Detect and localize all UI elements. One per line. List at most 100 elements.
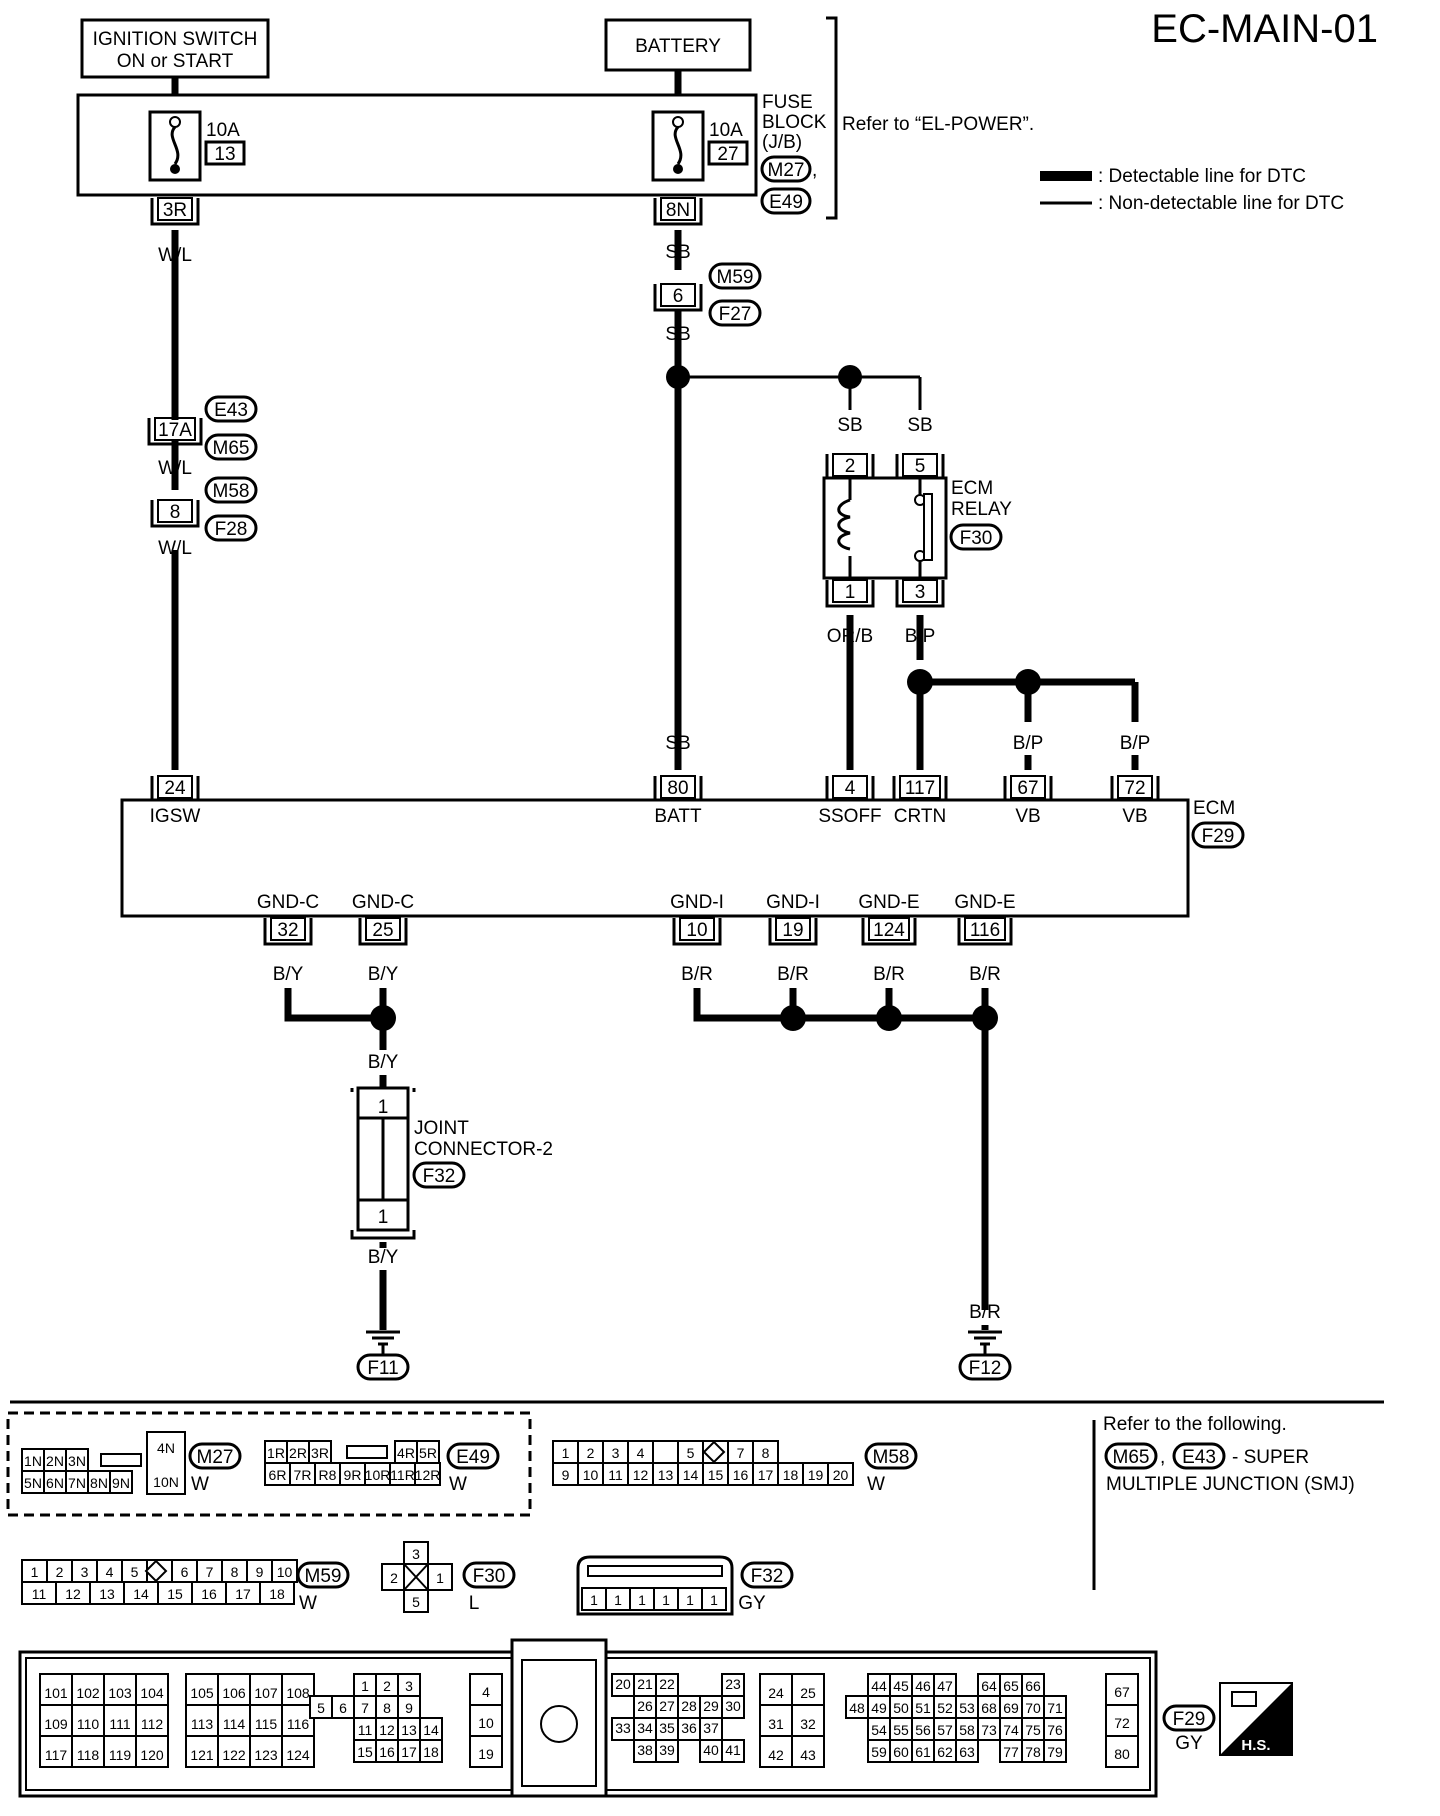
pin-number: 19 — [782, 920, 803, 941]
ecm-relay: ECM RELAY F30 OR/B B/P B/P B/P — [822, 476, 1150, 770]
m59-tag: M59 — [305, 1566, 342, 1587]
f29-pin: 43 — [800, 1747, 816, 1763]
f29-pin: 116 — [287, 1716, 310, 1732]
f29-cell — [217, 1735, 251, 1768]
e49-pin: 12R — [415, 1467, 441, 1483]
wire-color-br-2: B/R — [777, 964, 809, 985]
e49-color: W — [449, 1474, 467, 1495]
m58-pin: 19 — [808, 1467, 824, 1483]
f30-cell — [427, 1563, 453, 1591]
e49-pin: 5R — [419, 1445, 437, 1461]
f29-lock-inner — [521, 1659, 597, 1787]
f32-pin: 1 — [638, 1592, 646, 1608]
m27-pin: 6N — [46, 1475, 64, 1491]
m58-pin: 16 — [733, 1467, 749, 1483]
pin-bracket — [150, 198, 200, 226]
ignition-circuit: W/L W/L W/L E43 M65 M58 F28 — [158, 230, 258, 770]
f29-pin: 9 — [405, 1700, 413, 1716]
fuse-block-reference: Refer to “EL-POWER”. — [842, 114, 1034, 135]
ground-f11-tag: F11 — [367, 1358, 398, 1379]
f29-pin: 27 — [659, 1698, 675, 1714]
e49-pin: 10R — [365, 1467, 391, 1483]
pin-number: 124 — [873, 920, 905, 941]
f29-pin: 58 — [959, 1722, 975, 1738]
m58-pin: 2 — [587, 1445, 595, 1461]
wire-color-br-4: B/R — [969, 964, 1001, 985]
m59-pin: 2 — [56, 1564, 64, 1580]
f32-slot — [587, 1565, 723, 1577]
connector-e43-tag: E43 — [214, 400, 248, 421]
f29-pin: 61 — [915, 1744, 931, 1760]
f29-cell — [135, 1704, 169, 1737]
m58-pin: 7 — [737, 1445, 745, 1461]
f29-pin: 71 — [1047, 1700, 1063, 1716]
f29-pin: 34 — [637, 1720, 653, 1736]
pin-number: 8 — [170, 502, 181, 523]
pin-connector-3: 3 — [895, 579, 945, 608]
pin-bracket — [957, 918, 1013, 946]
f29-pin: 101 — [44, 1685, 68, 1701]
pin-bracket — [825, 580, 875, 608]
pin-box — [902, 453, 938, 477]
wire-color-by-1: B/Y — [273, 964, 304, 985]
e49-pin: 7R — [294, 1467, 312, 1483]
f32-pin: 1 — [662, 1592, 670, 1608]
f29-pin: 20 — [615, 1676, 631, 1692]
f29-cell — [721, 1695, 745, 1719]
m59-pin: 17 — [235, 1586, 251, 1602]
pin-connector-6: 6 — [653, 283, 703, 312]
f29-pin: 69 — [1003, 1700, 1019, 1716]
f29-pin: 119 — [109, 1747, 132, 1763]
pin-box — [660, 197, 696, 221]
f29-pin: 19 — [478, 1746, 494, 1762]
pin-bracket — [895, 580, 945, 608]
ecm-pin-vb-2: VB — [1122, 806, 1147, 827]
wire-color-sb-5: SB — [665, 733, 690, 754]
pin-connector-5: 5 — [895, 453, 945, 482]
f29-pin: 62 — [937, 1744, 953, 1760]
m59-pin: 5 — [131, 1564, 139, 1580]
f29-pin: 73 — [981, 1722, 997, 1738]
pin-number: 10 — [686, 920, 707, 941]
pin-connector-25: 25 — [358, 917, 408, 946]
ecm-pin-vb-1: VB — [1015, 806, 1040, 827]
m59-pin: 9 — [256, 1564, 264, 1580]
wire-color-br-1: B/R — [681, 964, 713, 985]
f29-pin: 25 — [800, 1685, 816, 1701]
f29-pin: 124 — [286, 1747, 310, 1763]
f29-cell — [655, 1739, 679, 1763]
m59-cell — [259, 1581, 295, 1605]
m58-pin: 15 — [708, 1467, 724, 1483]
pin-box — [868, 917, 910, 941]
m58-pin: 9 — [562, 1467, 570, 1483]
pin-bracket — [861, 918, 917, 946]
m59-pin: 16 — [201, 1586, 217, 1602]
wire-color-wl-1: W/L — [158, 245, 192, 266]
m59-key-icon — [144, 1559, 168, 1583]
m59-pin: 18 — [269, 1586, 285, 1602]
f29-pin: 57 — [937, 1722, 953, 1738]
connector-m59-tag: M59 — [717, 267, 754, 288]
legend-detectable: : Detectable line for DTC — [1098, 166, 1306, 187]
pin-box — [679, 917, 715, 941]
f29-pin: 106 — [222, 1685, 246, 1701]
battery-circuit: SB SB M59 F27 SB SB SB — [665, 230, 933, 770]
f29-pin: 111 — [109, 1716, 130, 1732]
pin-number: 3 — [915, 582, 926, 603]
f29-pin: 14 — [423, 1722, 439, 1738]
f29-cell — [135, 1735, 169, 1768]
pin-bracket — [672, 918, 722, 946]
f29-pin: 54 — [871, 1722, 887, 1738]
f30-pin: 1 — [436, 1570, 444, 1586]
pin-box — [1010, 775, 1046, 799]
wire-color-by-2: B/Y — [368, 964, 399, 985]
f29-color: GY — [1175, 1733, 1203, 1754]
pin-number: 67 — [1017, 778, 1038, 799]
f29-pin: 12 — [379, 1722, 395, 1738]
f29-pin: 118 — [77, 1747, 100, 1763]
pin-box — [832, 775, 868, 799]
